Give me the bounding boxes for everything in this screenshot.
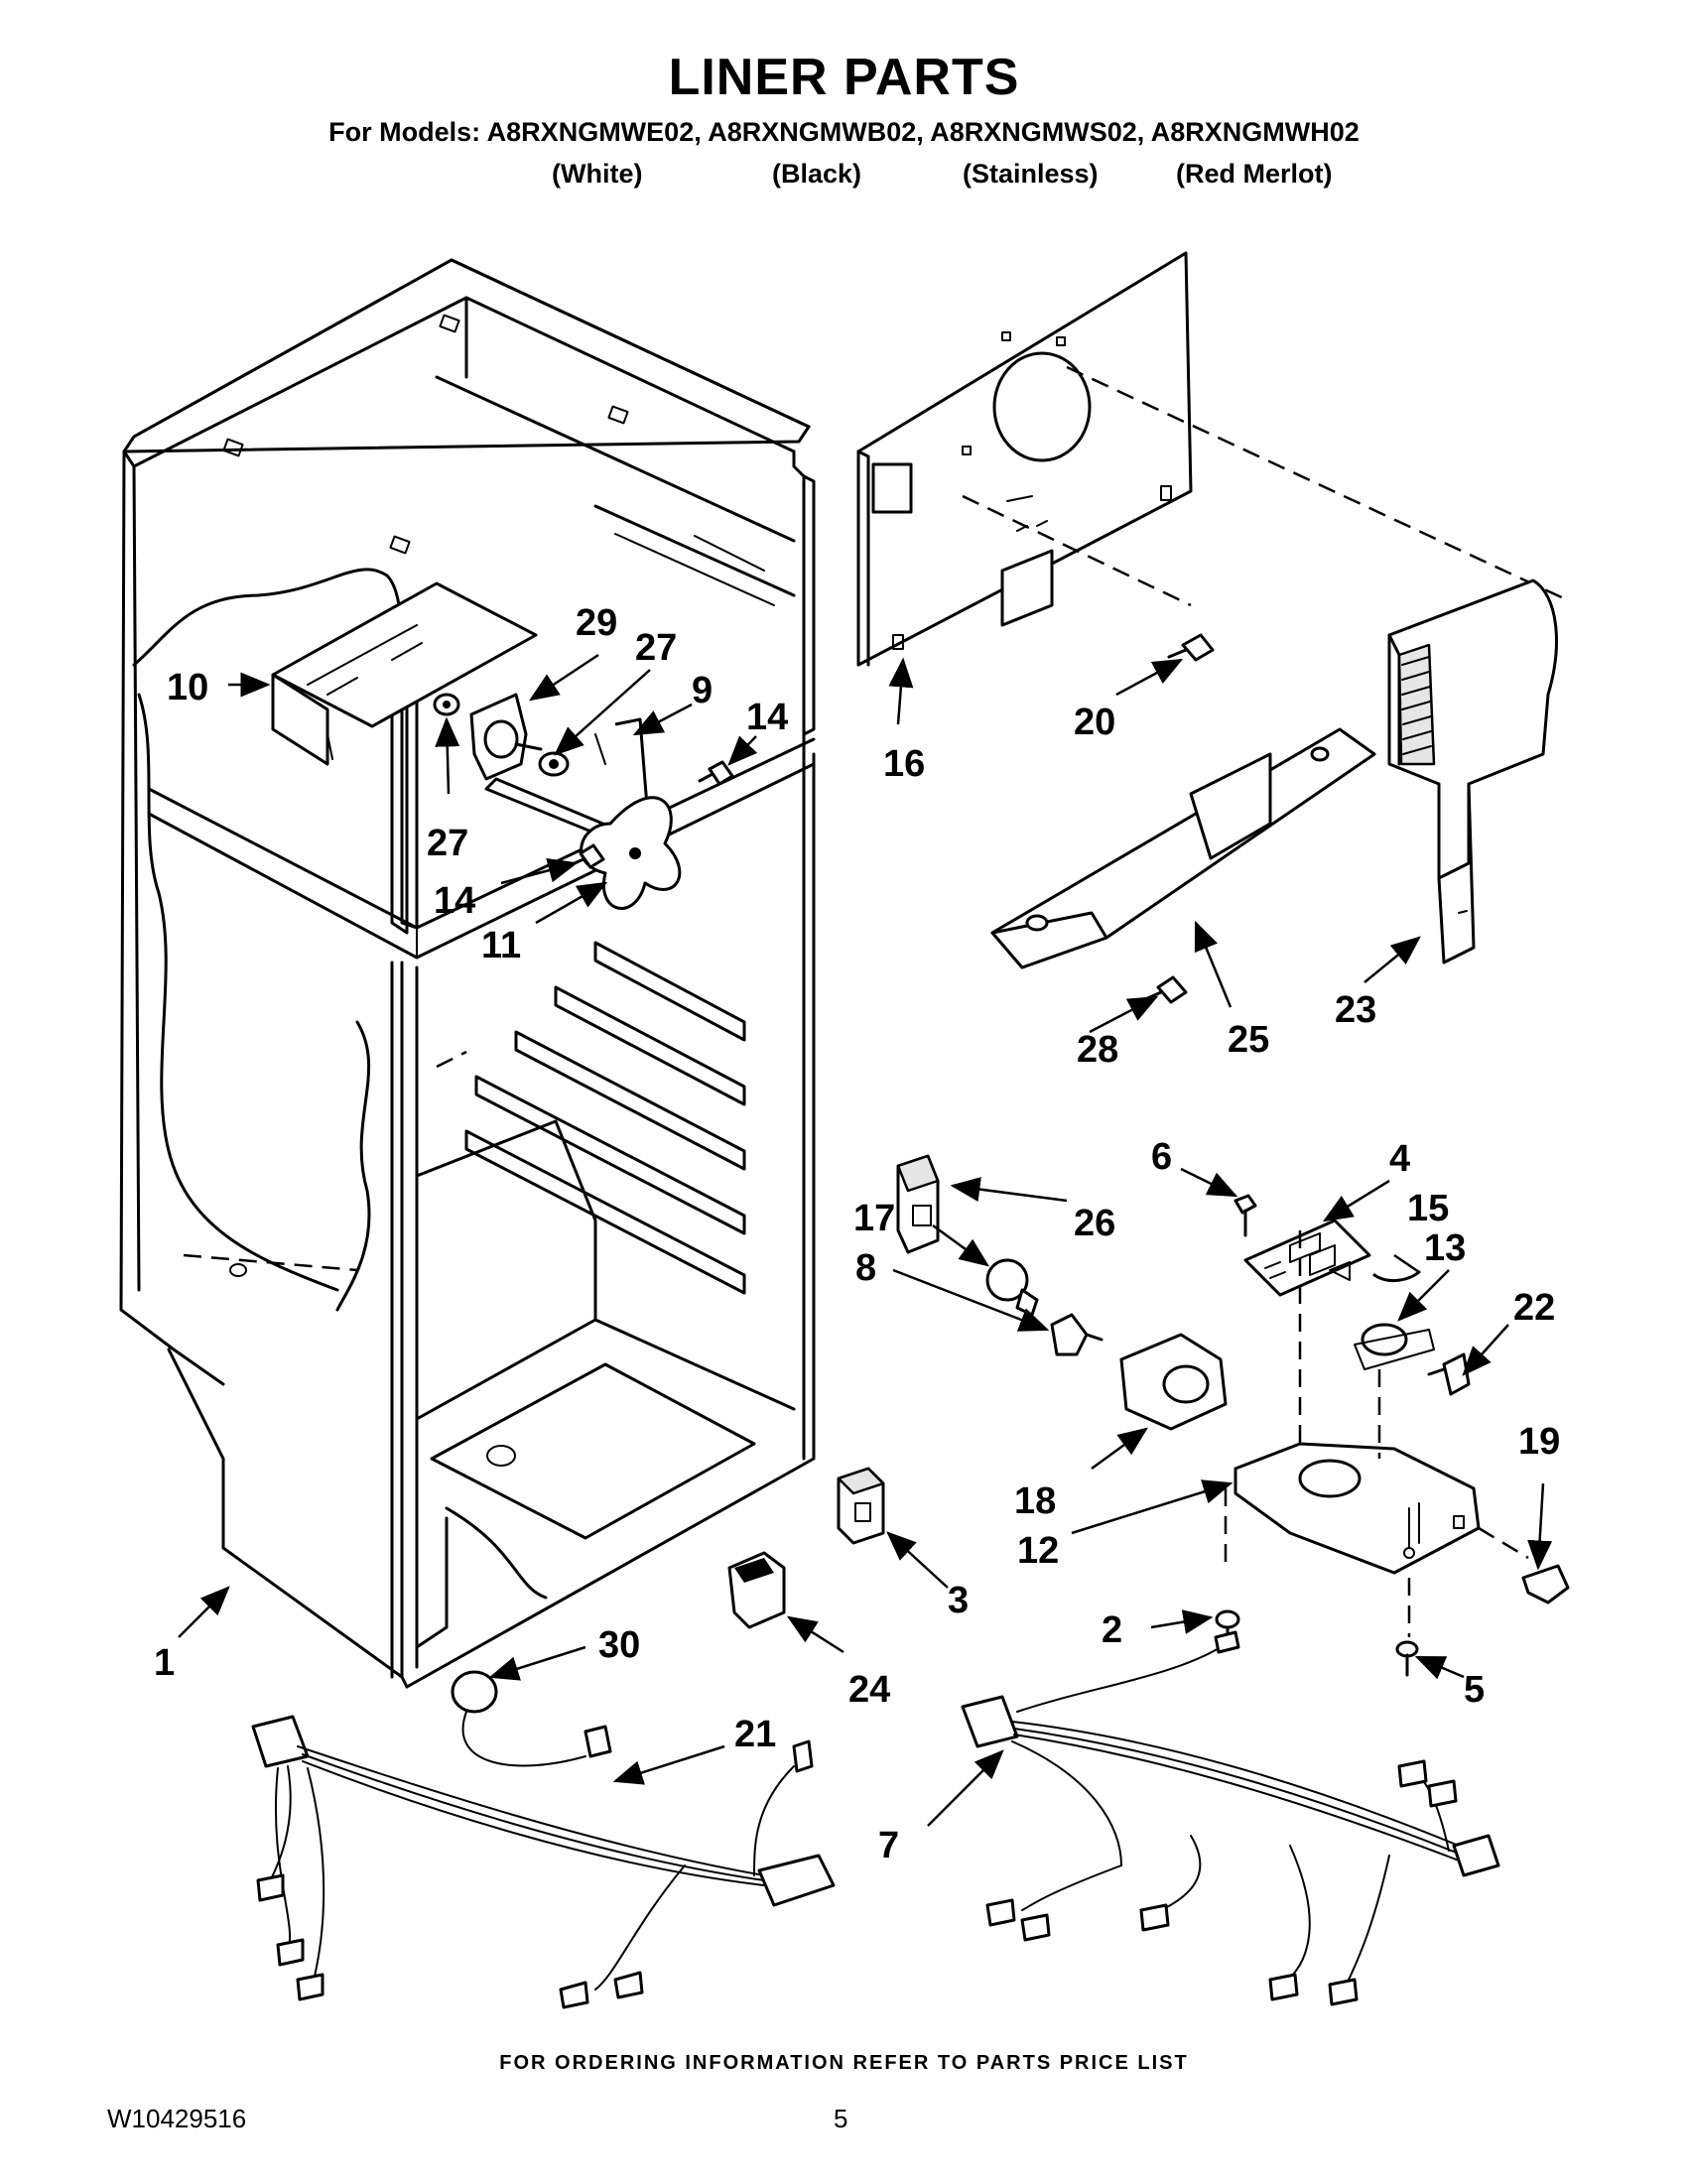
callout-25: 25 — [1228, 1019, 1269, 1061]
part-26-cover — [896, 1154, 940, 1254]
knob-22 — [1427, 1352, 1471, 1396]
document-number: W10429516 — [107, 2104, 247, 2133]
model-color-red-merlot: (Red Merlot) — [1176, 159, 1333, 189]
callout-16: 16 — [883, 743, 925, 785]
callout-2: 2 — [1102, 1609, 1122, 1651]
page-title: LINER PARTS — [668, 49, 1020, 106]
callout-21: 21 — [734, 1714, 776, 1755]
callout-9: 9 — [692, 670, 713, 711]
ordering-note: FOR ORDERING INFORMATION REFER TO PARTS … — [499, 2052, 1189, 2074]
callout-18: 18 — [1014, 1480, 1056, 1522]
callout-19: 19 — [1518, 1421, 1560, 1463]
fan-motor-assembly — [271, 581, 734, 910]
control-housing-12 — [1224, 1230, 1529, 1637]
part-3-block — [837, 1467, 885, 1545]
screw-28 — [1141, 975, 1188, 1004]
air-duct-cover — [1387, 578, 1558, 964]
light-bulb-17 — [985, 1258, 1039, 1317]
shelf-rails — [464, 941, 746, 1295]
callout-27-lower: 27 — [427, 823, 468, 864]
callout-30: 30 — [598, 1624, 640, 1666]
callout-17: 17 — [853, 1198, 895, 1239]
callout-28: 28 — [1077, 1029, 1118, 1071]
callout-11: 11 — [481, 925, 521, 966]
thermostat-13 — [1354, 1323, 1435, 1370]
callout-22: 22 — [1513, 1287, 1555, 1329]
callout-6: 6 — [1151, 1136, 1172, 1178]
callout-24: 24 — [848, 1669, 890, 1711]
callout-13: 13 — [1424, 1227, 1466, 1269]
callout-23: 23 — [1335, 989, 1376, 1031]
lamp-socket-8 — [1050, 1313, 1104, 1356]
screw-20 — [1167, 633, 1215, 662]
callout-3: 3 — [948, 1580, 969, 1621]
screw-5 — [1395, 1640, 1419, 1677]
callout-14-lower: 14 — [434, 880, 475, 922]
wire-harness-7 — [961, 1630, 1500, 2006]
control-board-4 — [1243, 1219, 1371, 1297]
callout-14-upper: 14 — [746, 697, 788, 738]
wire-harness-21 — [251, 1670, 836, 2009]
callout-labels: 1 2 3 4 5 6 7 8 9 10 11 12 13 14 14 15 1… — [154, 602, 1560, 1866]
light-shield-18 — [1119, 1333, 1228, 1431]
deflector-25 — [990, 727, 1376, 969]
callout-12: 12 — [1017, 1530, 1059, 1572]
model-color-black: (Black) — [772, 159, 862, 189]
callout-27-upper: 27 — [635, 627, 677, 669]
callout-1: 1 — [154, 1642, 175, 1684]
leader-arrows — [178, 653, 1553, 1827]
callout-5: 5 — [1464, 1669, 1485, 1711]
models-line: For Models: A8RXNGMWE02, A8RXNGMWB02, A8… — [328, 117, 1360, 147]
callout-26: 26 — [1074, 1203, 1115, 1244]
model-color-stainless: (Stainless) — [963, 159, 1099, 189]
model-color-white: (White) — [552, 159, 643, 189]
part-24-switch — [727, 1551, 786, 1629]
callout-10: 10 — [167, 667, 208, 708]
part-15-wire — [1372, 1270, 1421, 1283]
evaporator-cover-panel — [856, 251, 1569, 667]
callout-8: 8 — [855, 1247, 876, 1289]
callout-20: 20 — [1074, 702, 1115, 743]
page-number: 5 — [834, 2104, 848, 2133]
callout-29: 29 — [576, 602, 617, 644]
part-19-clip — [1521, 1564, 1570, 1605]
screw-6 — [1234, 1194, 1257, 1237]
callout-7: 7 — [878, 1825, 899, 1866]
refrigerator-liner — [119, 258, 816, 1689]
callout-15: 15 — [1407, 1188, 1449, 1229]
callout-4: 4 — [1389, 1138, 1410, 1180]
